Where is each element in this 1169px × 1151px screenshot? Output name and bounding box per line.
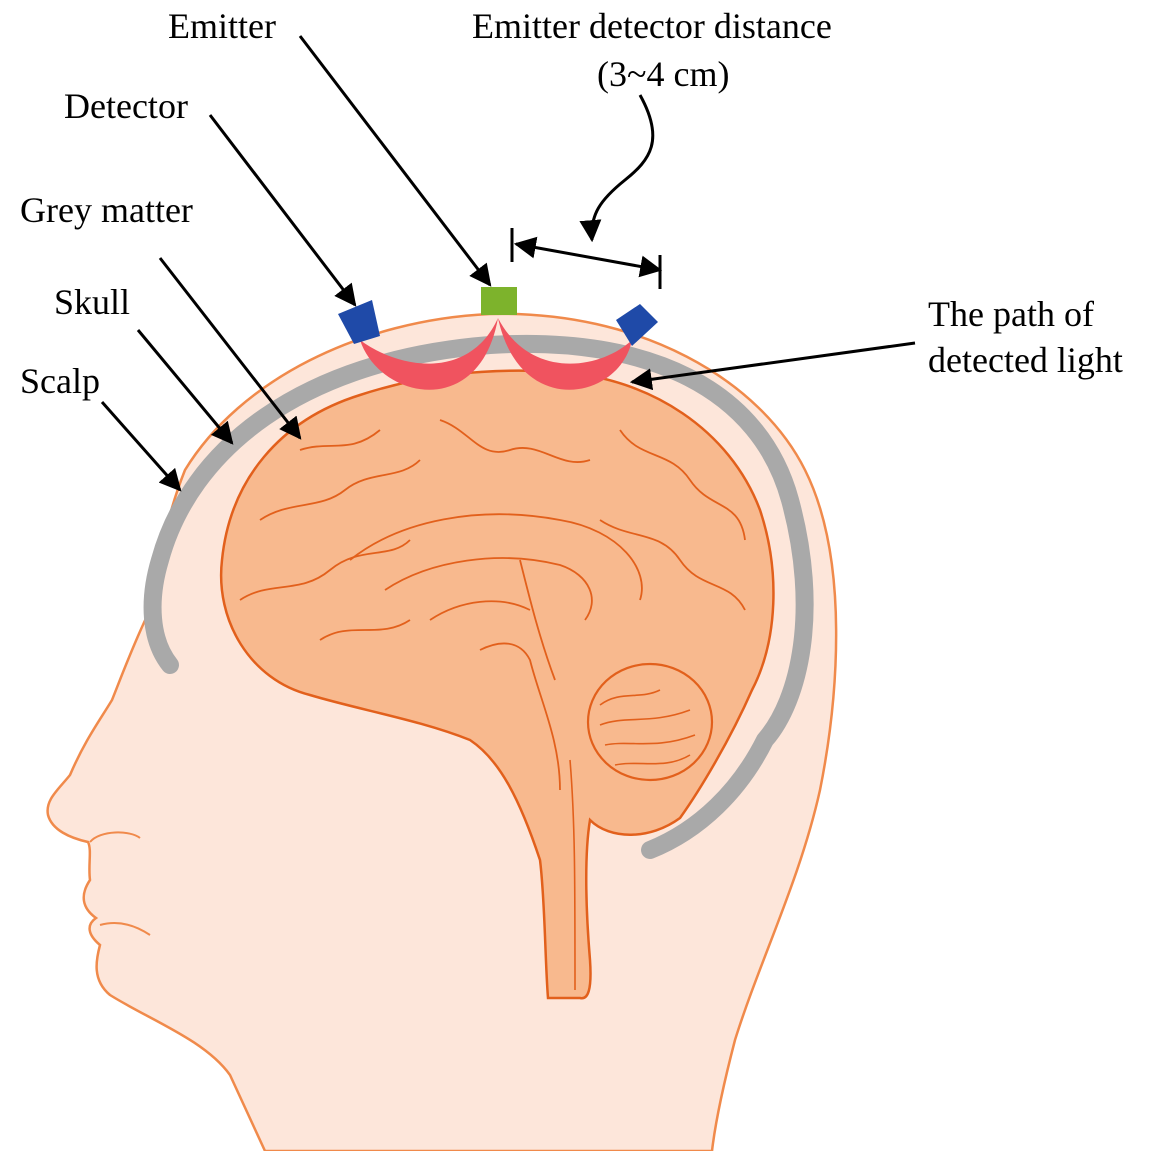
label-emitter: Emitter [168, 6, 276, 46]
label-path-line2: detected light [928, 340, 1123, 380]
skull-arrow [138, 330, 232, 443]
distance-dimension-line [516, 244, 660, 270]
label-skull: Skull [54, 282, 130, 322]
scalp-arrow [102, 402, 180, 490]
detector-arrow [210, 115, 355, 305]
label-distance-line1: Emitter detector distance [472, 6, 832, 46]
emitter-arrow [300, 36, 490, 285]
label-distance-line2: (3~4 cm) [597, 54, 729, 94]
label-detector: Detector [64, 86, 188, 126]
label-scalp: Scalp [20, 361, 100, 401]
label-grey-matter: Grey matter [20, 190, 193, 230]
label-path-line1: The path of [928, 294, 1094, 334]
emitter-icon [481, 287, 517, 315]
distance-curved-arrow [592, 95, 653, 240]
detector-left-icon [338, 300, 380, 344]
grey-matter-arrow [160, 258, 300, 438]
cerebellum [588, 664, 712, 780]
